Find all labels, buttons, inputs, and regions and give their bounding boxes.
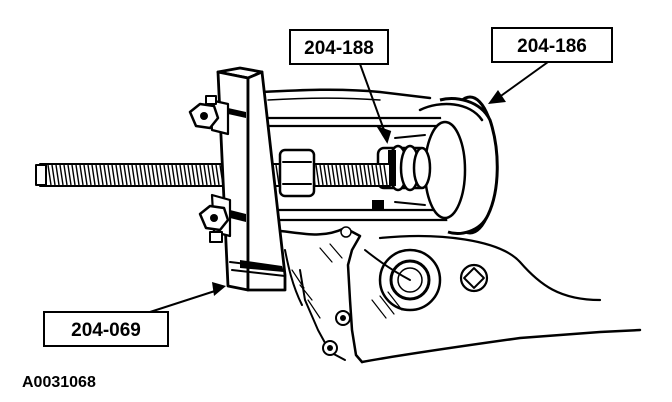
hex-nut bbox=[278, 148, 316, 198]
thread-line bbox=[111, 164, 116, 186]
thread-line bbox=[275, 164, 280, 186]
thread-line bbox=[335, 164, 340, 186]
thread-line bbox=[319, 164, 324, 186]
thread-line bbox=[143, 164, 148, 186]
thread-line bbox=[131, 164, 136, 186]
thread-line bbox=[327, 164, 332, 186]
housing-bolt-icon bbox=[322, 340, 338, 356]
thread-line bbox=[119, 164, 124, 186]
thread-line bbox=[339, 164, 344, 186]
thread-line bbox=[63, 164, 68, 186]
thread-line bbox=[107, 164, 112, 186]
forcing-screw bbox=[35, 163, 391, 187]
thread-line bbox=[383, 164, 388, 186]
thread-line bbox=[343, 164, 348, 186]
thread-line bbox=[115, 164, 120, 186]
thread-line bbox=[79, 164, 84, 186]
thread-line bbox=[179, 164, 184, 186]
thread-line bbox=[355, 164, 360, 186]
thread-line bbox=[191, 164, 196, 186]
thread-line bbox=[375, 164, 380, 186]
thread-line bbox=[135, 164, 140, 186]
thread-line bbox=[83, 164, 88, 186]
thread-line bbox=[347, 164, 352, 186]
housing-bolt-icon bbox=[340, 226, 352, 238]
thread-line bbox=[123, 164, 128, 186]
figure-id: A0031068 bbox=[22, 374, 96, 391]
thread-line bbox=[371, 164, 376, 186]
thread-line bbox=[103, 164, 108, 186]
upper-casting bbox=[260, 88, 432, 141]
thread-line bbox=[167, 164, 172, 186]
thread-line bbox=[195, 164, 200, 186]
callout-label: 204-188 bbox=[304, 38, 374, 59]
thread-line bbox=[215, 164, 220, 186]
thread-line bbox=[203, 164, 208, 186]
thread-line bbox=[359, 164, 364, 186]
thread-line bbox=[323, 164, 328, 186]
callout-204-186: 204-186 bbox=[488, 27, 613, 104]
callout-label: 204-069 bbox=[71, 320, 141, 341]
thread-line bbox=[207, 164, 212, 186]
thread-line bbox=[183, 164, 188, 186]
thread-line bbox=[139, 164, 144, 186]
thread-line bbox=[47, 164, 52, 186]
thread-line bbox=[91, 164, 96, 186]
thread-line bbox=[171, 164, 176, 186]
thread-line bbox=[199, 164, 204, 186]
thread-line bbox=[51, 164, 56, 186]
thread-line bbox=[351, 164, 356, 186]
cup-tool-204-186 bbox=[394, 95, 499, 235]
thread-line bbox=[75, 164, 80, 186]
thread-line bbox=[379, 164, 384, 186]
thread-line bbox=[55, 164, 60, 186]
thread-line bbox=[71, 164, 76, 186]
thread-line bbox=[99, 164, 104, 186]
puller-plate-204-069 bbox=[208, 66, 287, 292]
thread-line bbox=[363, 164, 368, 186]
thread-line bbox=[147, 164, 152, 186]
thread-line bbox=[187, 164, 192, 186]
thread-line bbox=[95, 164, 100, 186]
callout-label: 204-186 bbox=[517, 36, 587, 57]
thread-line bbox=[127, 164, 132, 186]
thread-line bbox=[87, 164, 92, 186]
thread-line bbox=[151, 164, 156, 186]
thread-line bbox=[159, 164, 164, 186]
thread-line bbox=[163, 164, 168, 186]
thread-line bbox=[67, 164, 72, 186]
thread-line bbox=[59, 164, 64, 186]
callout-204-188: 204-188 bbox=[289, 29, 392, 144]
thread-line bbox=[315, 164, 320, 186]
housing-bolt-icon bbox=[335, 310, 351, 326]
thread-line bbox=[367, 164, 372, 186]
thread-line bbox=[175, 164, 180, 186]
thread-line bbox=[211, 164, 216, 186]
plate-bolt-lower-icon bbox=[198, 204, 230, 243]
plate-bolt-upper-icon bbox=[188, 95, 220, 130]
thread-line bbox=[331, 164, 336, 186]
thread-line bbox=[155, 164, 160, 186]
housing bbox=[268, 226, 642, 364]
callout-204-069: 204-069 bbox=[43, 282, 226, 347]
